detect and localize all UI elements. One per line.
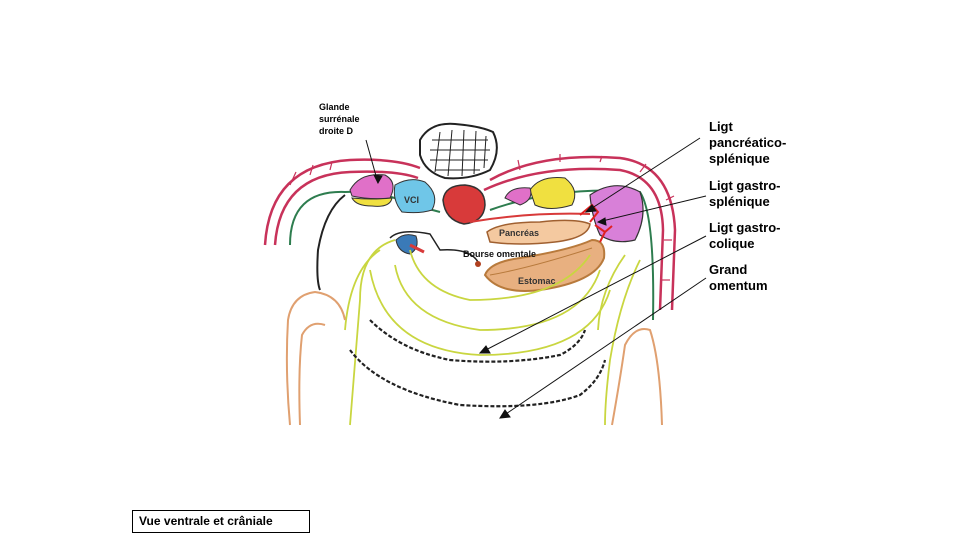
ligament-vessels: [579, 203, 613, 243]
posterior-peritoneum-line: [316, 194, 346, 291]
label-bursa: Bourse omentale: [463, 249, 537, 259]
colon: [285, 290, 663, 426]
vertebra: [419, 122, 498, 180]
label-stomach: Estomac: [518, 276, 556, 286]
vci: [393, 179, 436, 214]
aorta: [442, 184, 486, 225]
label-vci: VCI: [404, 195, 420, 205]
label-adrenal: Glande surrénale droite D: [319, 102, 360, 136]
left-kidney: [529, 177, 576, 209]
label-greater-omentum: Grand omentum: [709, 262, 768, 293]
duodenum: [395, 234, 418, 255]
pancreas: [486, 219, 591, 245]
greater-omentum: [344, 239, 641, 426]
label-ligament-gastrosplenic: Ligt gastro- splénique: [709, 178, 781, 209]
label-ligament-gastrocolic: Ligt gastro- colique: [709, 220, 781, 251]
adrenal-gland: [349, 174, 394, 200]
spleen: [589, 185, 644, 243]
label-pancreas: Pancréas: [499, 228, 540, 238]
splenic-vessels: [469, 212, 591, 223]
leader-lines: [365, 137, 707, 419]
transverse-colon: [349, 319, 607, 408]
left-adrenal: [504, 187, 532, 206]
bursa-outline: [389, 231, 479, 263]
stomach: [483, 238, 606, 292]
caption-box: Vue ventrale et crâniale: [132, 510, 310, 533]
label-ligament-pancreaticosplenic: Ligt pancréatico- splénique: [709, 119, 787, 166]
right-kidney: [351, 197, 393, 207]
